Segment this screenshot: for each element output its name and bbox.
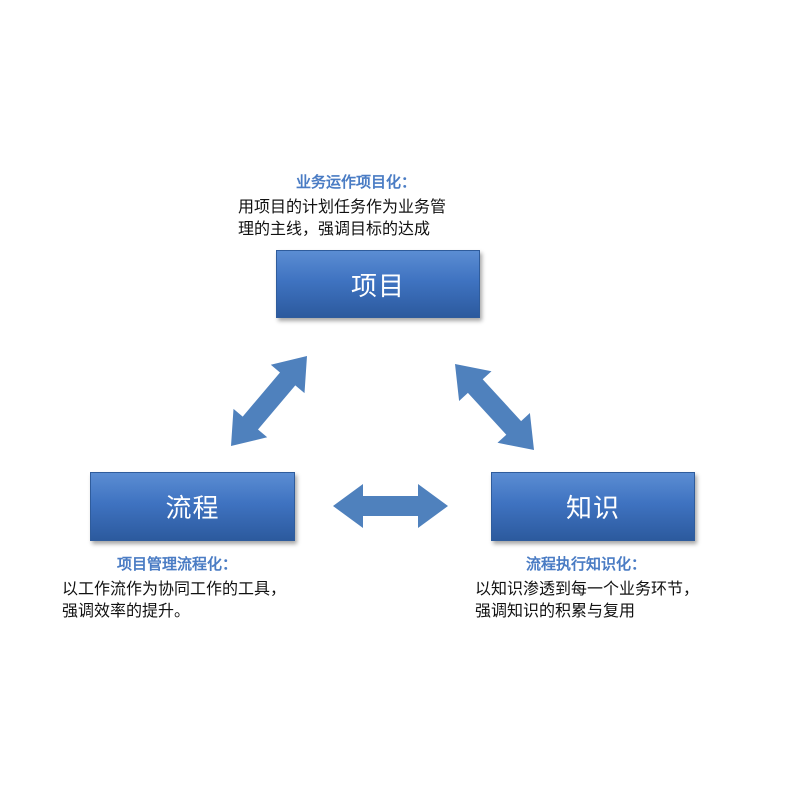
caption-project-line2: 理的主线，强调目标的达成 [238, 219, 431, 238]
arrow-project-knowledge [455, 364, 534, 450]
caption-knowledge-desc: 以知识渗透到每一个业务环节， 强调知识的积累与复用 [475, 578, 765, 622]
arrow-project-process [231, 356, 307, 446]
caption-process-line1: 以工作流作为协同工作的工具， [62, 579, 287, 598]
node-knowledge-label: 知识 [565, 494, 620, 524]
caption-process-line2: 强调效率的提升。 [62, 601, 191, 620]
caption-process-title: 项目管理流程化： [117, 555, 238, 573]
node-process: 流程 [90, 472, 295, 541]
node-process-label: 流程 [165, 494, 220, 524]
caption-knowledge-title: 流程执行知识化： [526, 555, 647, 573]
node-project: 项目 [276, 250, 480, 318]
node-project-label: 项目 [350, 271, 405, 302]
caption-knowledge-line1: 以知识渗透到每一个业务环节， [475, 579, 700, 598]
caption-project-title: 业务运作项目化： [296, 173, 417, 191]
caption-process-desc: 以工作流作为协同工作的工具， 强调效率的提升。 [62, 578, 347, 622]
caption-project-desc: 用项目的计划任务作为业务管 理的主线，强调目标的达成 [238, 196, 518, 240]
caption-knowledge-line2: 强调知识的积累与复用 [475, 601, 636, 620]
node-knowledge: 知识 [491, 472, 695, 541]
arrow-process-knowledge [333, 484, 448, 528]
caption-project-line1: 用项目的计划任务作为业务管 [238, 197, 447, 216]
